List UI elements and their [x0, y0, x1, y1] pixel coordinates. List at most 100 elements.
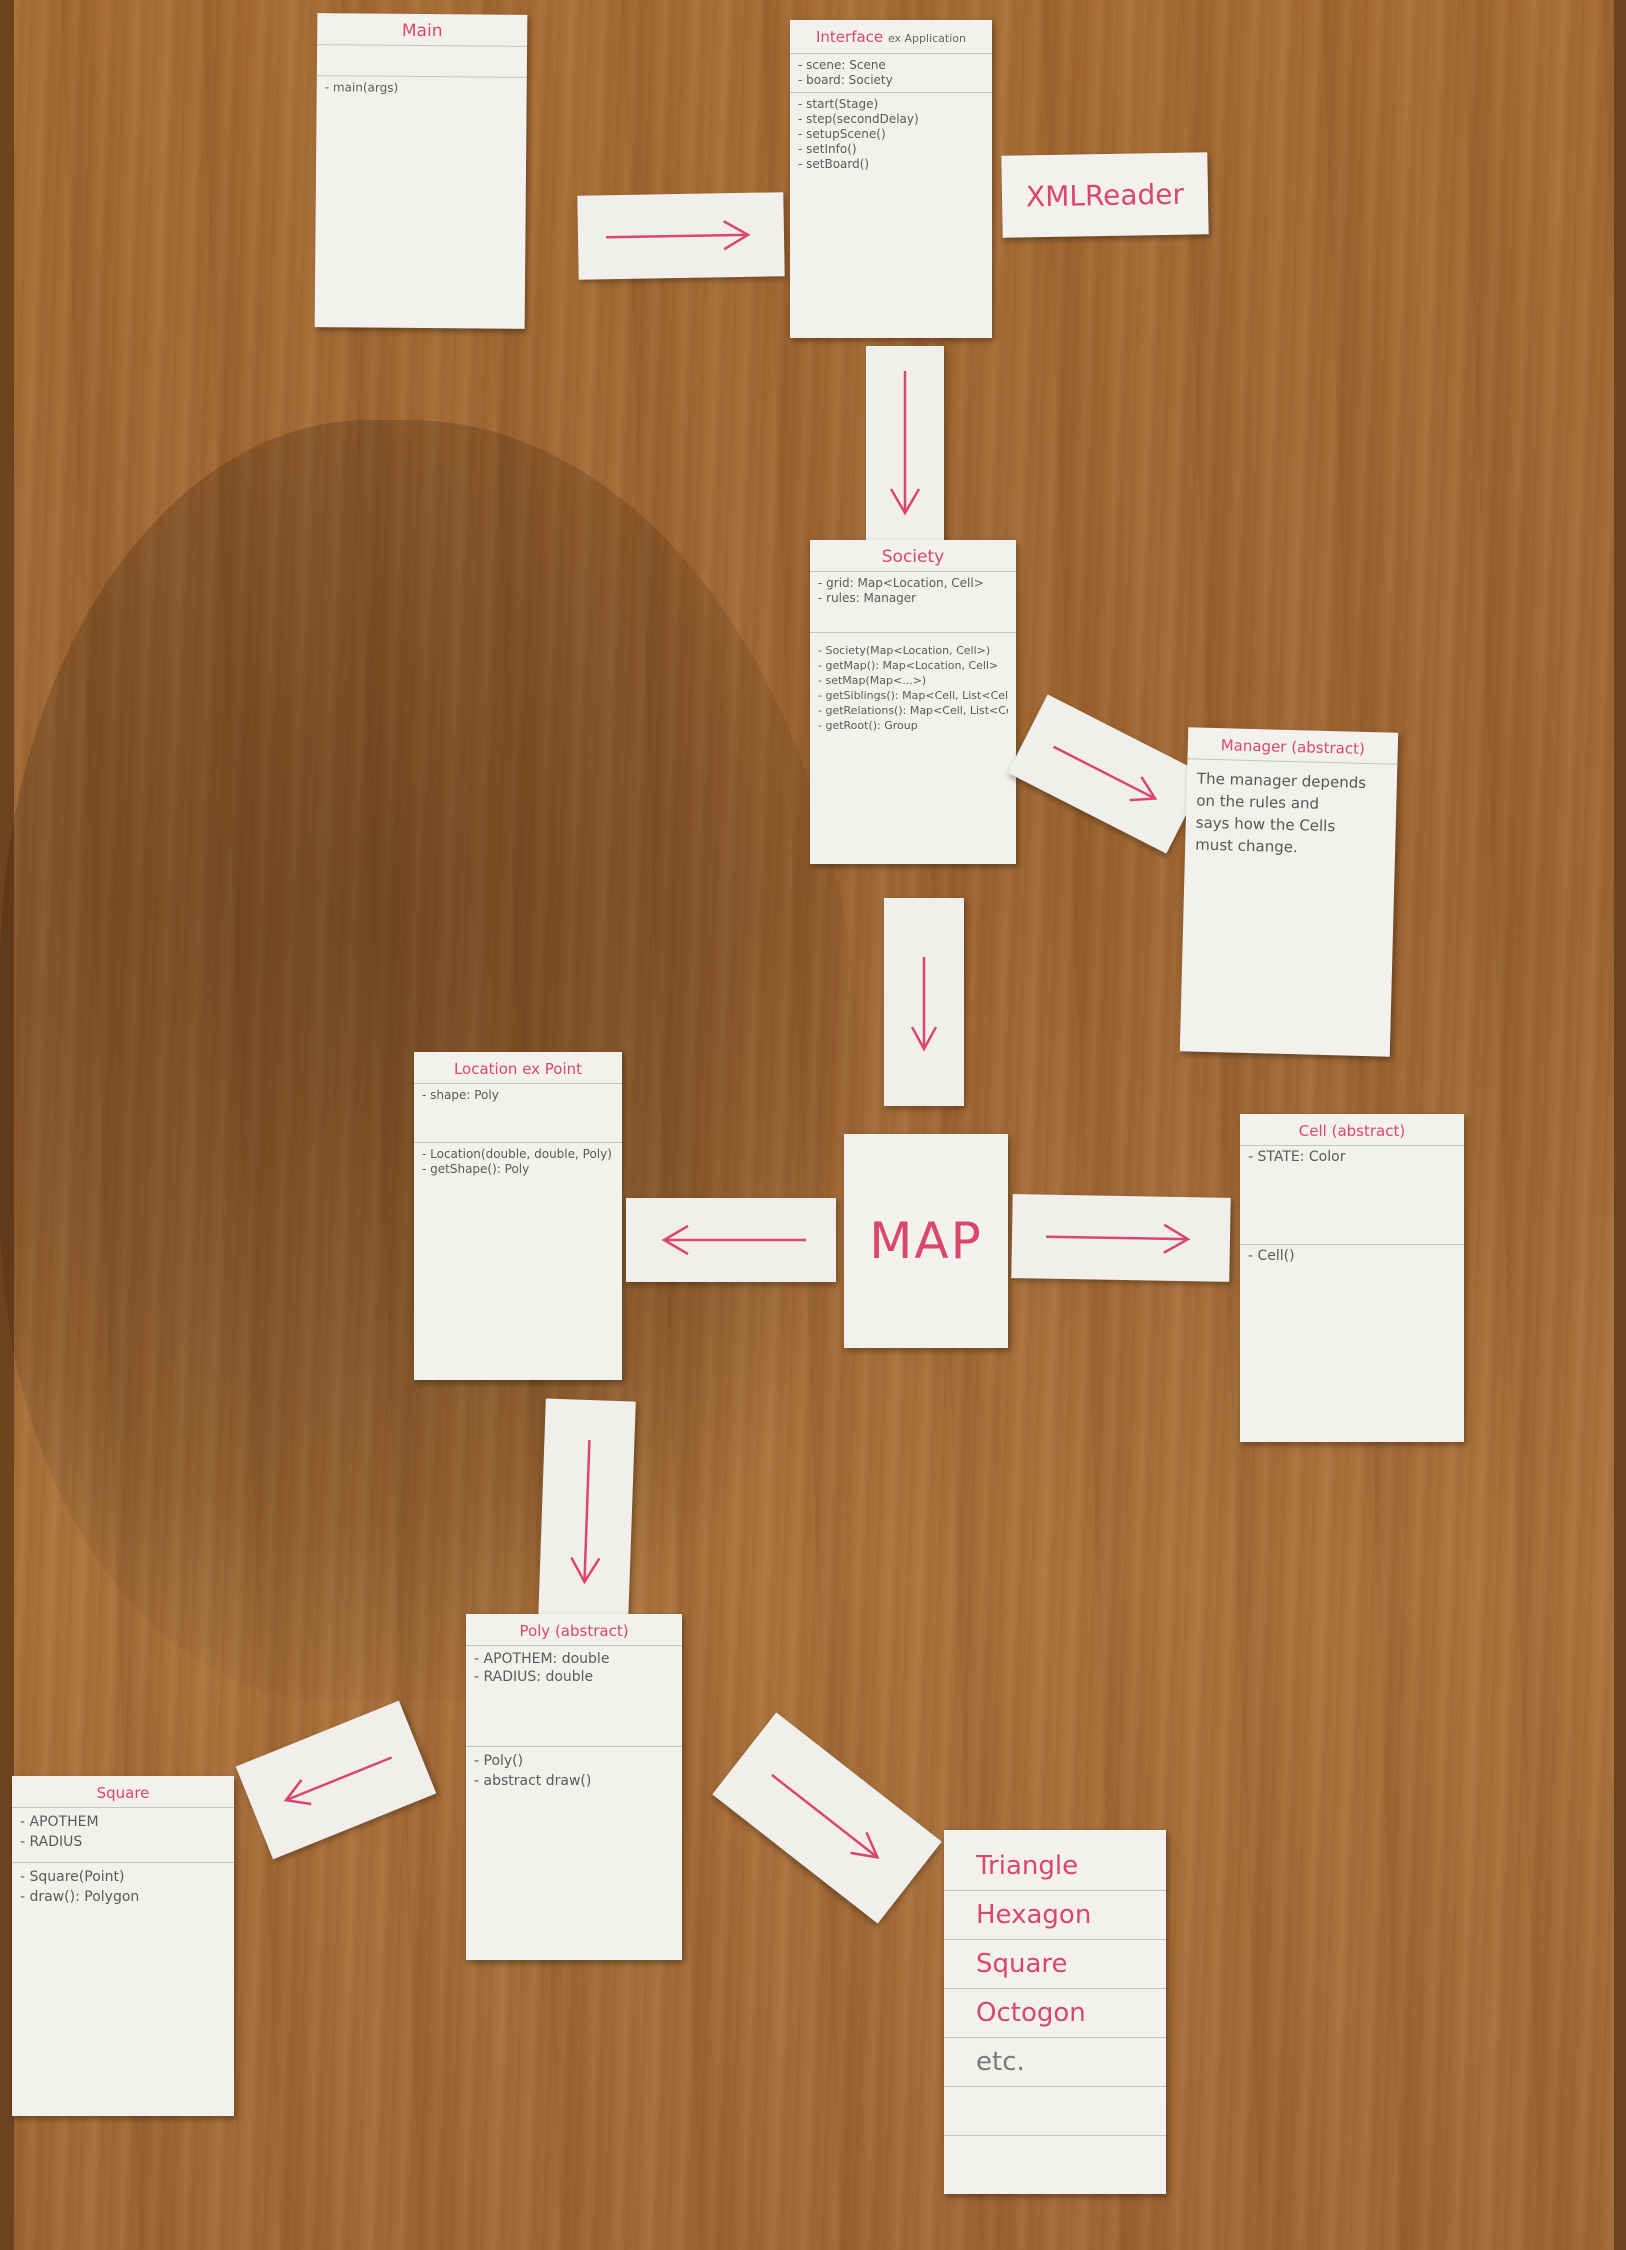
poly-card: Poly (abstract) - APOTHEM: double - RADI…: [466, 1614, 682, 1960]
method-line: - getRelations(): Map<Cell, List<Cell>>: [818, 704, 1008, 717]
arrow-poly-to-shapes: [712, 1712, 942, 1924]
method-line: - abstract draw(): [474, 1773, 592, 1789]
arrow-left-icon: [661, 1224, 806, 1256]
arrow-right-icon: [1045, 1223, 1191, 1254]
methods-section: - Poly() - abstract draw(): [466, 1747, 682, 1795]
attribute-line: - scene: Scene: [798, 58, 886, 72]
arrow-down-icon: [910, 957, 938, 1052]
method-line: - Society(Map<Location, Cell>): [818, 644, 991, 657]
method-line: - getMap(): Map<Location, Cell>: [818, 659, 999, 672]
attributes-section: - APOTHEM - RADIUS: [12, 1808, 234, 1863]
arrow-right-icon: [771, 1773, 880, 1860]
map-card: MAP: [844, 1134, 1008, 1348]
main-card: Main - main(args): [314, 13, 528, 329]
title-suffix: ex Application: [887, 32, 966, 45]
card-title: Main: [317, 13, 528, 47]
title-suffix: (abstract): [554, 1622, 629, 1640]
society-card: Society - grid: Map<Location, Cell> - ru…: [810, 540, 1016, 864]
card-title: Cell (abstract): [1240, 1114, 1464, 1146]
method-line: - start(Stage): [798, 97, 879, 111]
method-line: - Cell(): [1248, 1249, 1295, 1264]
attributes-section: - shape: Poly: [414, 1084, 622, 1143]
arrow-right-icon: [1052, 745, 1158, 802]
arrow-interface-to-society: [866, 346, 944, 546]
attribute-line: - shape: Poly: [422, 1088, 499, 1102]
list-item: Triangle: [944, 1842, 1166, 1891]
arrow-main-to-interface: [577, 192, 785, 280]
list-item: Square: [944, 1940, 1166, 1989]
arrow-poly-to-square: [235, 1700, 437, 1860]
attributes-section: - scene: Scene - board: Society: [790, 54, 992, 93]
arrow-right-icon: [605, 220, 751, 251]
card-title: XMLReader: [1025, 177, 1185, 213]
method-line: - step(secondDelay): [798, 112, 919, 126]
title-suffix: (abstract): [1291, 738, 1366, 758]
cell-card: Cell (abstract) - STATE: Color - Cell(): [1240, 1114, 1464, 1442]
square-card: Square - APOTHEM - RADIUS - Square(Point…: [12, 1776, 234, 2116]
attribute-line: - APOTHEM: double: [474, 1651, 610, 1667]
method-line: - setInfo(): [798, 142, 857, 156]
methods-section: - Cell(): [1240, 1245, 1464, 1268]
arrow-society-to-manager: [1007, 694, 1207, 854]
method-line: - Square(Point): [20, 1869, 125, 1885]
methods-section: - Square(Point) - draw(): Polygon: [12, 1863, 234, 1911]
attributes-section: [316, 45, 528, 78]
card-title: MAP: [869, 1212, 983, 1270]
arrow-society-to-map: [884, 898, 964, 1106]
method-line: - setupScene(): [798, 127, 886, 141]
table-edge-right: [1614, 0, 1626, 2250]
xml-reader-card: XMLReader: [1001, 152, 1209, 238]
attributes-section: - grid: Map<Location, Cell> - rules: Man…: [810, 572, 1016, 633]
class-name: Manager: [1220, 736, 1287, 756]
title-suffix: (abstract): [1331, 1122, 1406, 1140]
class-name: Location: [453, 1060, 518, 1078]
method-line: - setBoard(): [798, 157, 870, 171]
attribute-line: - grid: Map<Location, Cell>: [818, 576, 984, 590]
attribute-line: - APOTHEM: [20, 1814, 99, 1830]
methods-section: - Location(double, double, Poly) - getSh…: [414, 1143, 622, 1181]
method-line: - getShape(): Poly: [422, 1162, 530, 1176]
list-item: Octogon: [944, 1989, 1166, 2038]
method-line: - getSiblings(): Map<Cell, List<Cell>>: [818, 689, 1008, 702]
card-title: Interface ex Application: [790, 20, 992, 54]
arrow-location-to-poly: [538, 1398, 636, 1622]
attributes-section: - APOTHEM: double - RADIUS: double: [466, 1646, 682, 1747]
attributes-section: - STATE: Color: [1240, 1146, 1464, 1245]
methods-section: - main(args): [317, 76, 527, 101]
list-item: etc.: [944, 2038, 1166, 2087]
method-line: - draw(): Polygon: [20, 1889, 140, 1905]
description-line: must change.: [1194, 835, 1298, 857]
class-name: Interface: [816, 28, 884, 46]
title-suffix: ex Point: [522, 1060, 583, 1078]
method-line: - Location(double, double, Poly): [422, 1147, 612, 1161]
class-name: Cell: [1298, 1122, 1327, 1140]
attribute-line: - rules: Manager: [818, 591, 917, 605]
manager-card: Manager (abstract) The manager depends o…: [1179, 727, 1399, 1057]
arrow-map-to-cell: [1011, 1194, 1231, 1282]
attribute-line: - STATE: Color: [1248, 1150, 1346, 1165]
arrow-left-icon: [283, 1756, 393, 1806]
list-item-empty: [944, 2087, 1166, 2136]
attribute-line: - board: Society: [798, 73, 893, 87]
methods-section: - start(Stage) - step(secondDelay) - set…: [790, 93, 992, 176]
method-line: - main(args): [324, 80, 399, 95]
attribute-line: - RADIUS: double: [474, 1669, 594, 1685]
arrow-down-icon: [570, 1439, 601, 1585]
card-title: Society: [810, 540, 1016, 572]
method-line: - Poly(): [474, 1753, 524, 1769]
list-item: Hexagon: [944, 1891, 1166, 1940]
interface-card: Interface ex Application - scene: Scene …: [790, 20, 992, 338]
description: The manager depends on the rules and say…: [1185, 759, 1398, 868]
card-title: Location ex Point: [414, 1052, 622, 1084]
table-edge-left: [0, 0, 14, 2250]
method-line: - getRoot(): Group: [818, 719, 918, 732]
methods-section: - Society(Map<Location, Cell>) - getMap(…: [810, 633, 1016, 737]
location-card: Location ex Point - shape: Poly - Locati…: [414, 1052, 622, 1380]
arrow-map-to-location: [626, 1198, 836, 1282]
card-title: Poly (abstract): [466, 1614, 682, 1646]
attribute-line: - RADIUS: [20, 1834, 83, 1850]
arrow-down-icon: [889, 371, 921, 516]
card-title: Square: [12, 1776, 234, 1808]
shapes-list-card: Triangle Hexagon Square Octogon etc.: [944, 1830, 1166, 2194]
method-line: - setMap(Map<...>): [818, 674, 927, 687]
